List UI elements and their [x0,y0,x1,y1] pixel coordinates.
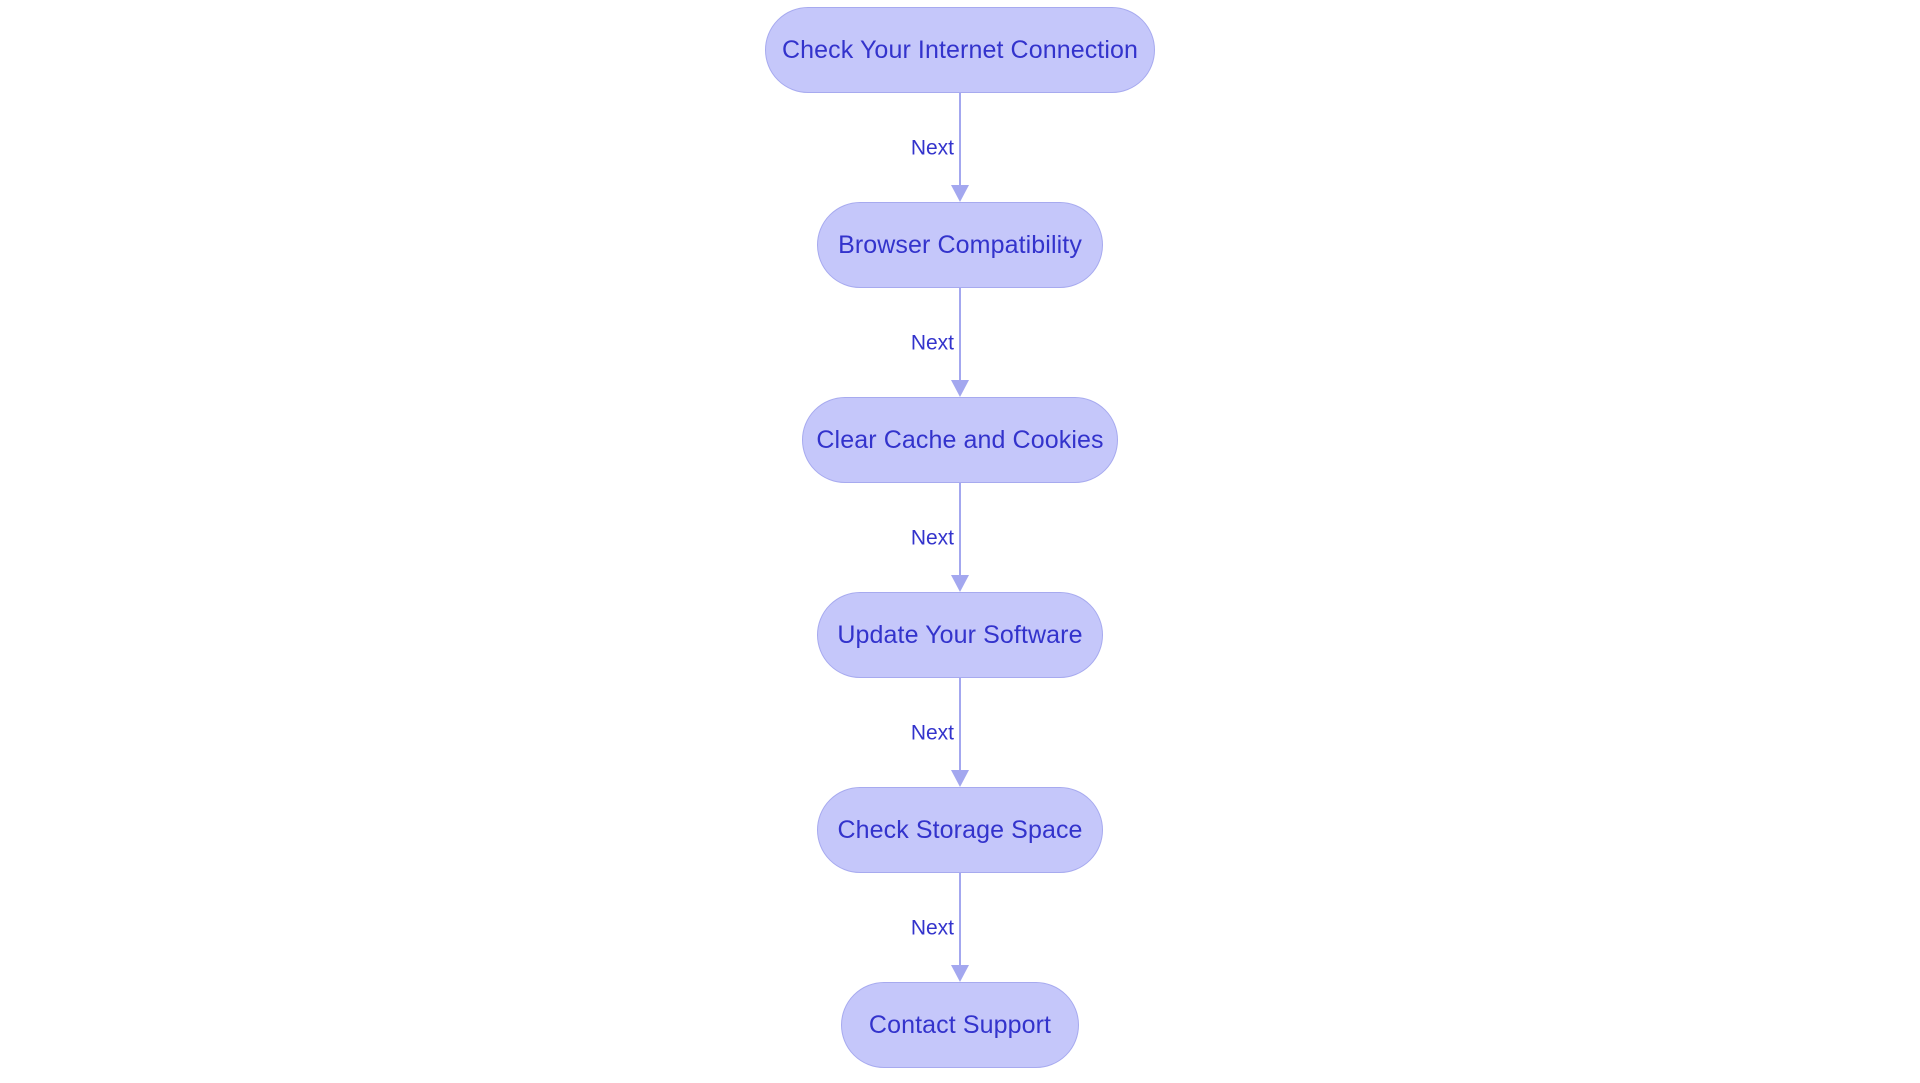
edge-label: Next [910,526,954,549]
arrow-head-icon [951,575,969,592]
edge-label: Next [910,721,954,744]
edge-connector-line [958,873,962,969]
flow-node-label: Update Your Software [837,620,1083,649]
edge-connector-line [958,93,962,189]
flow-node-update-your-software[interactable]: Update Your Software [817,592,1103,678]
arrow-head-icon [951,770,969,787]
flow-node-clear-cache-and-cookies[interactable]: Clear Cache and Cookies [802,397,1118,483]
edge-connector-line [958,483,962,579]
edge-label: Next [910,136,954,159]
flow-edge-internet-to-browser: Next [850,93,1070,202]
arrow-head-icon [951,185,969,202]
flow-edge-storage-to-support: Next [850,873,1070,982]
flow-edge-cache-to-update: Next [850,483,1070,592]
edge-connector-line [958,288,962,384]
flow-node-label: Check Storage Space [837,815,1083,844]
flow-node-label: Browser Compatibility [838,230,1082,259]
flow-node-browser-compatibility[interactable]: Browser Compatibility [817,202,1103,288]
flow-node-check-storage-space[interactable]: Check Storage Space [817,787,1103,873]
edge-label: Next [910,916,954,939]
edge-connector-line [958,678,962,774]
flow-edge-browser-to-cache: Next [850,288,1070,397]
flow-node-label: Contact Support [868,1010,1052,1039]
arrow-head-icon [951,380,969,397]
flow-node-contact-support[interactable]: Contact Support [841,982,1079,1068]
flow-edge-update-to-storage: Next [850,678,1070,787]
flow-node-label: Check Your Internet Connection [782,35,1139,64]
edge-label: Next [910,331,954,354]
arrow-head-icon [951,965,969,982]
flow-node-label: Clear Cache and Cookies [816,425,1104,454]
flow-node-check-your-internet-connection[interactable]: Check Your Internet Connection [765,7,1155,93]
